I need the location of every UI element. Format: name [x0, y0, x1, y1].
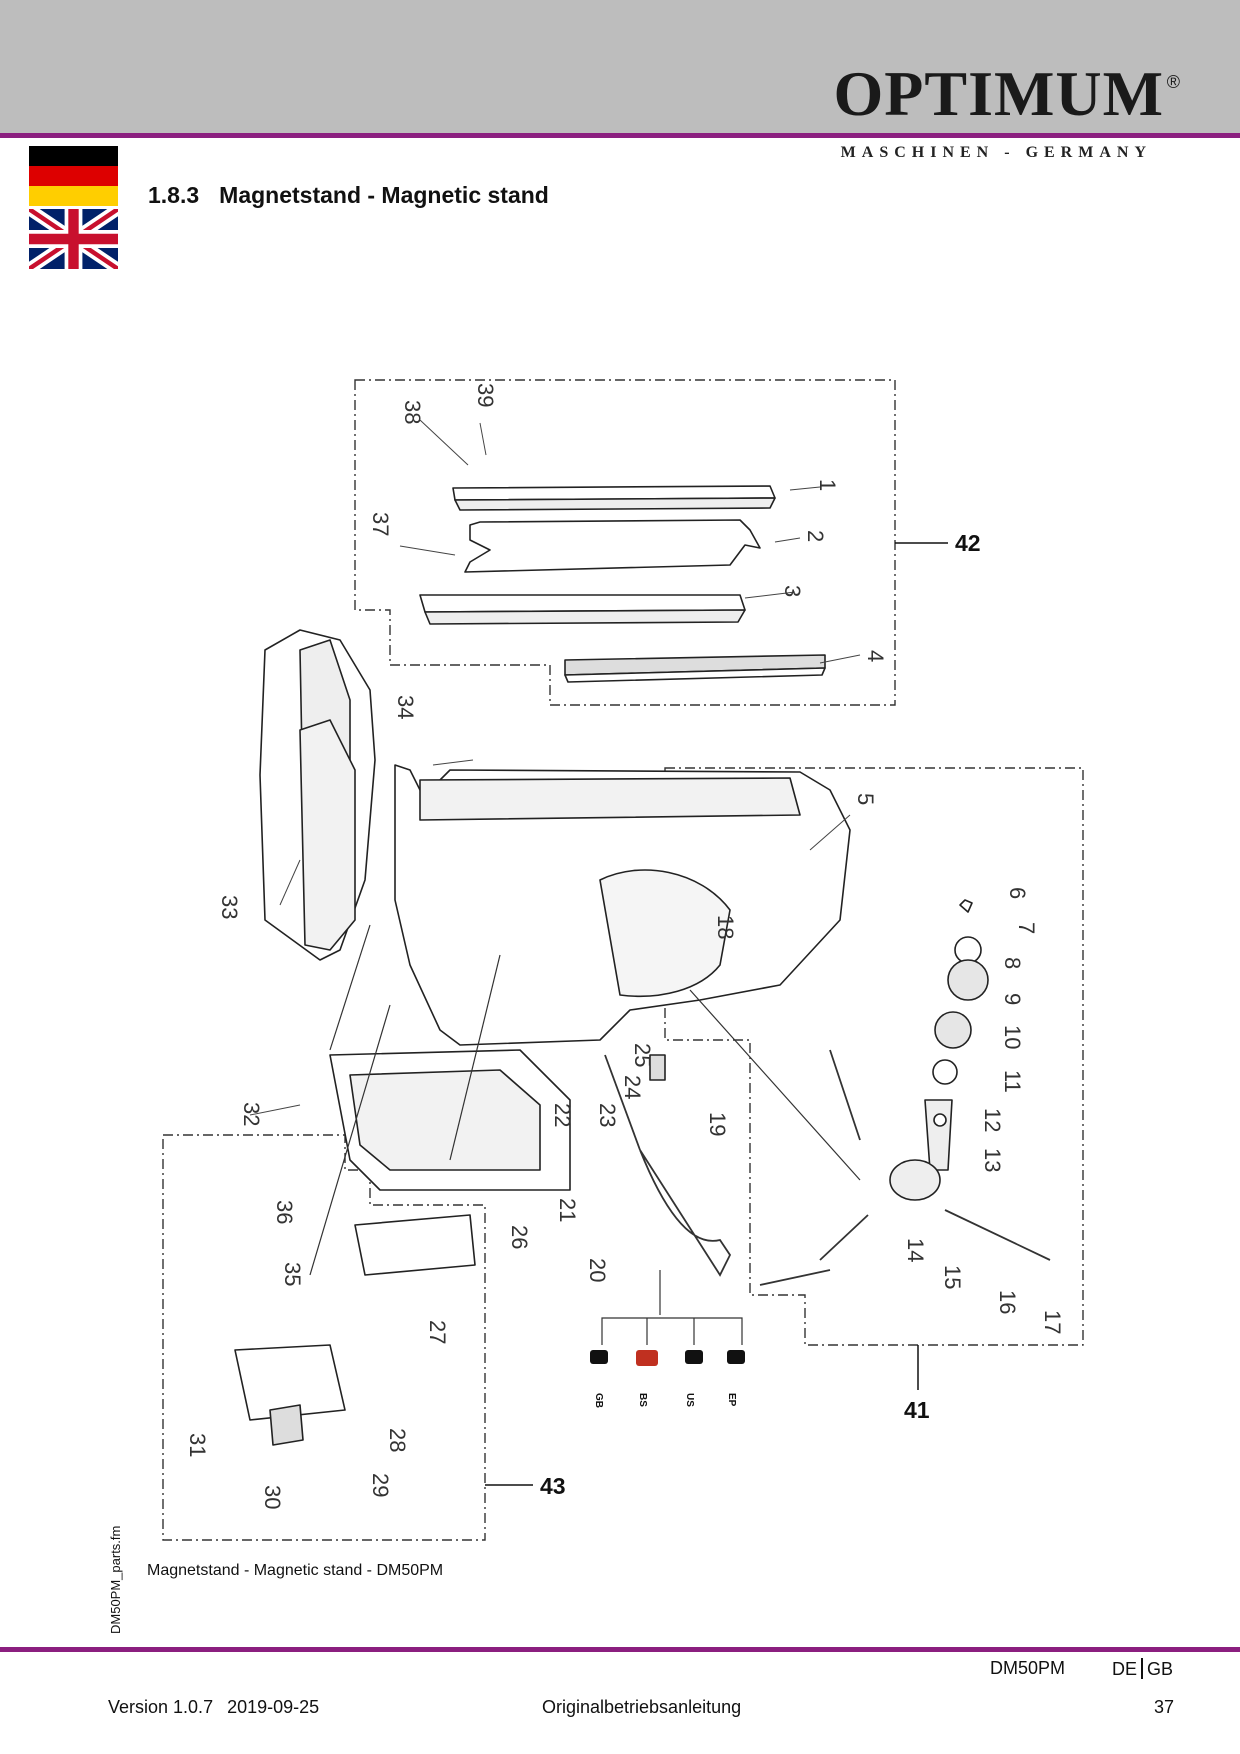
- group-42-boundary: [354, 379, 896, 706]
- callout-3: 3: [780, 585, 805, 597]
- footer-model: DM50PM: [990, 1658, 1066, 1678]
- header-divider: [0, 133, 1240, 138]
- figure-caption: Magnetstand - Magnetic stand - DM50PM: [147, 1562, 444, 1579]
- callout-12: 12: [980, 1108, 1005, 1132]
- section-title: Magnetstand - Magnetic stand: [219, 182, 549, 208]
- page-number: 37: [1154, 1697, 1175, 1717]
- callout-11: 11: [1000, 1070, 1025, 1093]
- callout-33: 33: [217, 895, 242, 919]
- section-heading: 1.8.3 Magnetstand - Magnetic stand: [148, 182, 549, 209]
- callout-38: 38: [400, 400, 425, 424]
- group-41-label: 41: [904, 1397, 930, 1423]
- footer-version: Version 1.0.7 2019-09-25: [108, 1697, 319, 1718]
- section-number: 1.8.3: [148, 182, 200, 208]
- callout-32: 32: [239, 1102, 264, 1126]
- brand-tagline: MASCHINEN - GERMANY: [840, 144, 1152, 161]
- group-43-boundary: [162, 1134, 486, 1541]
- lang-separator: [1141, 1658, 1144, 1679]
- exploded-parts-diagram: 1 2 3 4 5 6 7 8 9 10 11 12 13 14 15 16 1…: [162, 379, 1084, 1541]
- footer-languages: DE GB: [1112, 1658, 1173, 1680]
- callout-13: 13: [980, 1148, 1005, 1172]
- callout-25: 25: [630, 1043, 655, 1067]
- callout-17: 17: [1040, 1310, 1065, 1334]
- header-band: [0, 0, 1240, 133]
- footer-divider: [0, 1647, 1240, 1652]
- callout-29: 29: [368, 1473, 393, 1497]
- callout-37: 37: [368, 512, 393, 536]
- plug-label-us: US: [684, 1393, 695, 1407]
- callout-5: 5: [853, 793, 878, 805]
- callout-16: 16: [995, 1290, 1020, 1314]
- callout-15: 15: [940, 1265, 965, 1289]
- callout-27: 27: [425, 1320, 450, 1344]
- group-43-label: 43: [540, 1473, 566, 1499]
- callout-1: 1: [815, 479, 840, 491]
- plug-label-ep: EP: [726, 1393, 737, 1407]
- callout-9: 9: [1000, 993, 1025, 1005]
- callout-14: 14: [903, 1238, 928, 1262]
- callout-21: 21: [555, 1198, 580, 1222]
- callout-30: 30: [260, 1485, 285, 1509]
- callout-10: 10: [1000, 1025, 1025, 1049]
- version-date: 2019-09-25: [227, 1697, 320, 1717]
- callout-31: 31: [185, 1433, 210, 1457]
- brand-logo: OPTIMUM: [833, 58, 1164, 129]
- group-42-label: 42: [955, 530, 981, 556]
- lang-gb: GB: [1147, 1659, 1174, 1679]
- callout-22: 22: [550, 1103, 575, 1127]
- callout-6: 6: [1005, 887, 1030, 899]
- lang-de: DE: [1112, 1659, 1138, 1679]
- callout-39: 39: [473, 383, 498, 407]
- callout-24: 24: [620, 1075, 645, 1099]
- german-flag-icon: [29, 146, 118, 206]
- callout-2: 2: [803, 530, 828, 542]
- callout-28: 28: [385, 1428, 410, 1452]
- callout-19: 19: [705, 1112, 730, 1136]
- callout-20: 20: [585, 1258, 610, 1282]
- callout-35: 35: [280, 1262, 305, 1286]
- group-41-boundary: [664, 767, 1084, 1346]
- version-label: Version 1.0.7: [108, 1697, 214, 1717]
- callout-18: 18: [713, 915, 738, 939]
- callout-23: 23: [595, 1103, 620, 1127]
- callout-26: 26: [507, 1225, 532, 1249]
- callout-4: 4: [863, 650, 888, 662]
- source-file-label: DM50PM_parts.fm: [108, 1525, 123, 1634]
- brand-registered-mark: ®: [1166, 72, 1180, 92]
- plug-label-bs: BS: [637, 1393, 648, 1407]
- callout-7: 7: [1014, 922, 1039, 934]
- plug-label-gb: GB: [593, 1393, 604, 1408]
- callout-36: 36: [272, 1200, 297, 1224]
- callout-34: 34: [393, 695, 418, 719]
- callout-8: 8: [1000, 957, 1025, 969]
- footer-document-title: Originalbetriebsanleitung: [542, 1697, 742, 1717]
- uk-flag-icon: [29, 209, 118, 269]
